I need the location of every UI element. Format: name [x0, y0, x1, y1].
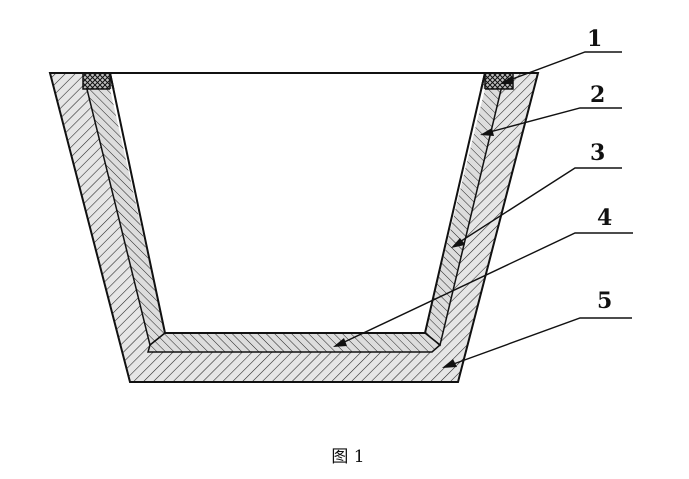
callout-label-4: 4 — [597, 205, 612, 231]
bottom-lining — [147, 332, 442, 353]
callout-arrow-2 — [480, 128, 494, 136]
callout-arrow-1 — [500, 76, 513, 84]
callout-label-1: 1 — [587, 26, 602, 52]
callout-line-3 — [454, 167, 622, 246]
callout-arrow-5 — [442, 359, 457, 368]
callout-line-2 — [485, 107, 622, 134]
cavity-outline — [109, 72, 486, 334]
callout-line-1 — [506, 51, 622, 82]
callout-arrow-3 — [451, 238, 465, 248]
inner-cavity — [110, 89, 485, 333]
left-top-rim — [82, 72, 111, 90]
callout-line-4 — [337, 232, 633, 346]
callout-label-2: 2 — [590, 82, 605, 108]
callout-label-5: 5 — [597, 288, 612, 314]
callout-arrow-4 — [333, 338, 347, 347]
callout-line-5 — [447, 317, 632, 367]
callout-label-3: 3 — [590, 140, 605, 166]
figure-caption: 图 1 — [331, 447, 364, 467]
